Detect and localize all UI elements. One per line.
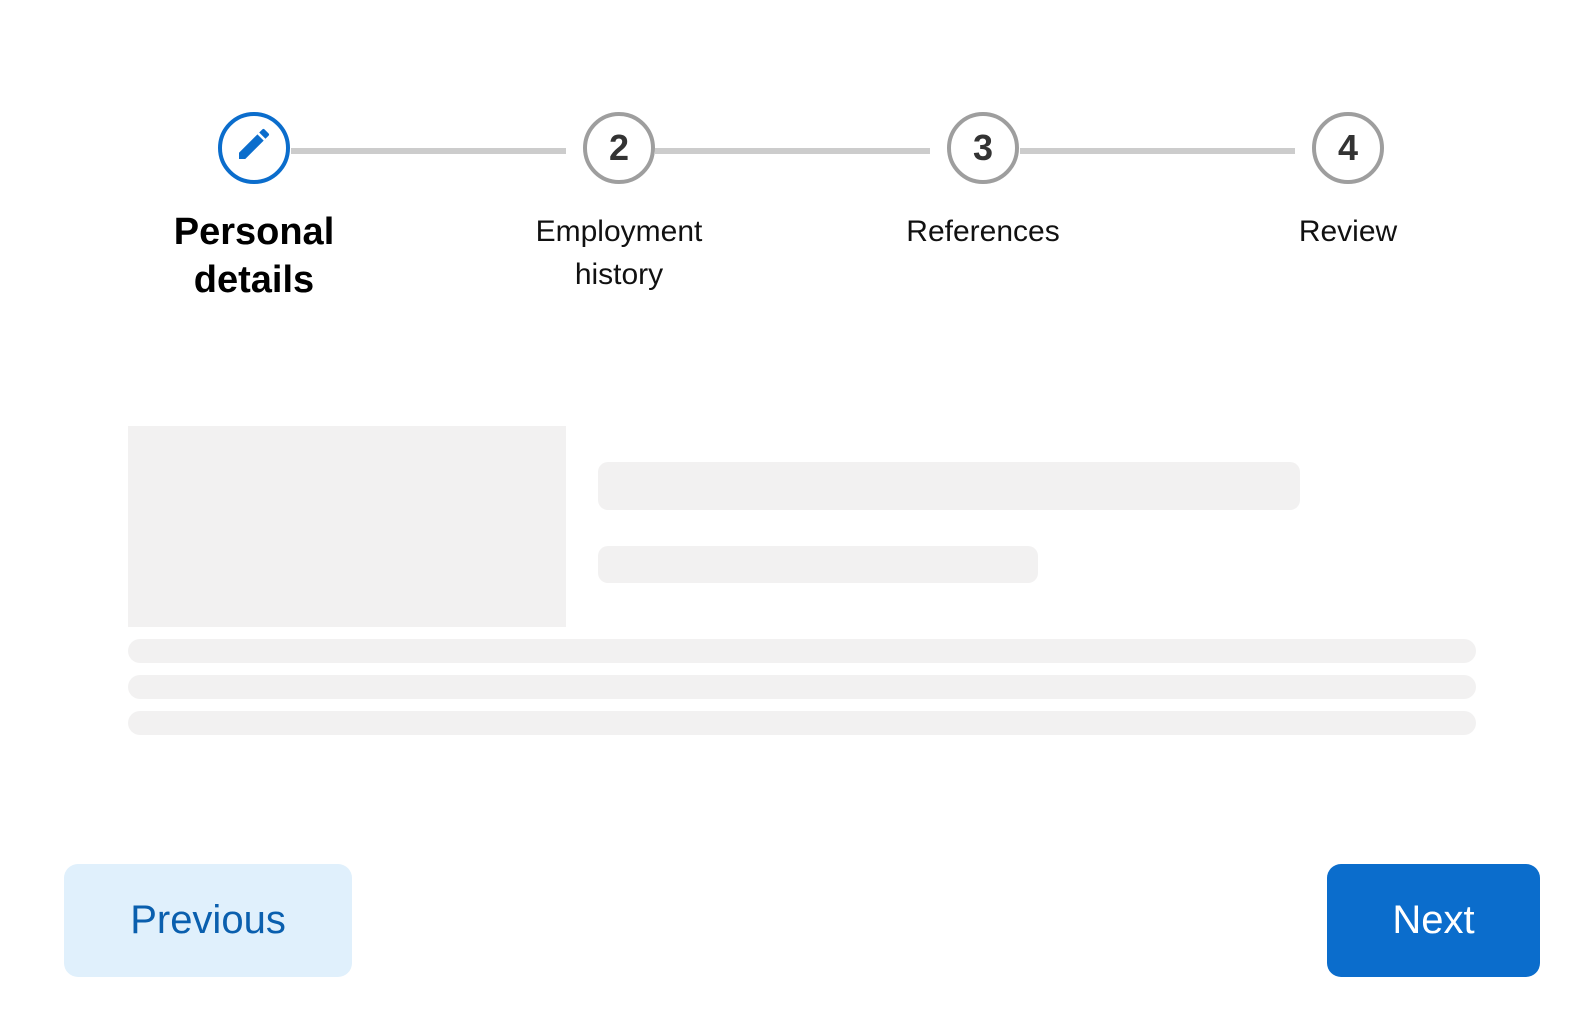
step-label: Employment history xyxy=(535,215,703,291)
step-indicator xyxy=(218,112,290,184)
step-label: Review xyxy=(1298,215,1398,248)
step-number: 2 xyxy=(608,127,630,168)
skeleton-title xyxy=(598,462,1300,510)
step-label: Personal details xyxy=(173,211,335,301)
step-connector xyxy=(655,148,930,154)
skeleton-image xyxy=(128,426,566,627)
step-connector xyxy=(291,148,566,154)
step-connector xyxy=(1020,148,1295,154)
pencil-icon xyxy=(234,124,274,173)
skeleton-text-line xyxy=(128,711,1476,735)
next-button[interactable]: Next xyxy=(1327,864,1540,977)
step-references[interactable]: 3 References xyxy=(833,112,1133,253)
step-number: 4 xyxy=(1337,127,1359,168)
step-indicator: 4 xyxy=(1312,112,1384,184)
step-number: 3 xyxy=(972,127,994,168)
step-employment-history[interactable]: 2 Employment history xyxy=(469,112,769,296)
previous-button[interactable]: Previous xyxy=(64,864,352,977)
skeleton-text-line xyxy=(128,639,1476,663)
progress-stepper: Personal details 2 Employment history 3 … xyxy=(0,0,1596,330)
skeleton-subtitle xyxy=(598,546,1038,583)
skeleton-text-line xyxy=(128,675,1476,699)
step-indicator: 2 xyxy=(583,112,655,184)
step-label: References xyxy=(906,215,1060,248)
step-indicator: 3 xyxy=(947,112,1019,184)
step-review[interactable]: 4 Review xyxy=(1198,112,1498,253)
step-personal-details[interactable]: Personal details xyxy=(104,112,404,304)
